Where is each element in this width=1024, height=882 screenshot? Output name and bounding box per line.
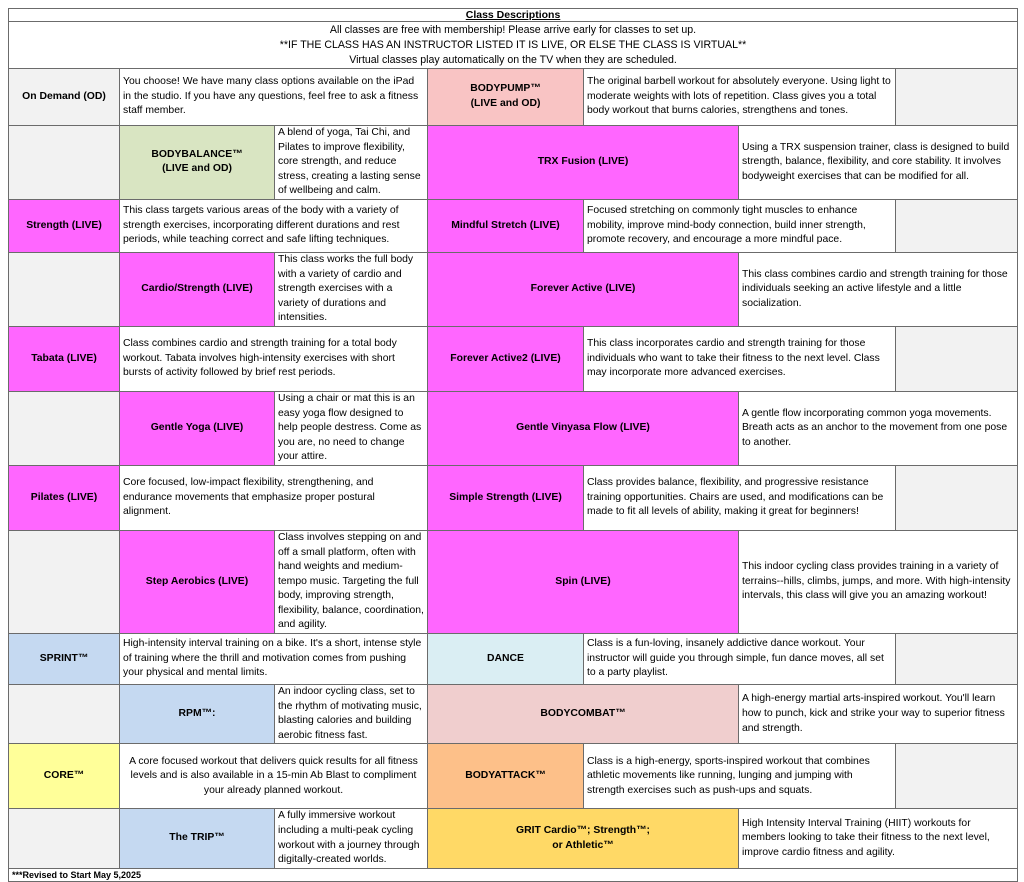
class-description: This class incorporates cardio and stren…	[583, 325, 896, 392]
class-description: This class targets various areas of the …	[119, 198, 428, 253]
class-table: Class Descriptions All classes are free …	[7, 8, 1019, 882]
class-name: CORE™	[8, 743, 120, 810]
table-row: Tabata (LIVE) Class combines cardio and …	[8, 325, 1019, 392]
class-name: SPRINT™	[8, 633, 120, 686]
class-name: On Demand (OD)	[8, 68, 120, 126]
class-name: Strength (LIVE)	[8, 198, 120, 253]
class-description: This class works the full body with a va…	[274, 251, 428, 327]
class-name: RPM™:	[119, 684, 275, 745]
class-name: TRX Fusion (LIVE)	[427, 125, 739, 200]
class-description: An indoor cycling class, set to the rhyt…	[274, 684, 428, 745]
class-description: Core focused, low-impact flexibility, st…	[119, 464, 428, 531]
class-description: This class combines cardio and strength …	[737, 251, 1019, 327]
table-row: BODYBALANCE™ (LIVE and OD) A blend of yo…	[8, 125, 1019, 200]
blank-cell	[8, 529, 120, 635]
blank-cell	[894, 633, 1019, 686]
class-name: Forever Active2 (LIVE)	[427, 325, 584, 392]
table-row: Step Aerobics (LIVE) Class involves step…	[8, 529, 1019, 635]
class-description: High-intensity interval training on a bi…	[119, 633, 428, 686]
blank-cell	[8, 390, 120, 466]
page-title: Class Descriptions	[7, 8, 1019, 22]
class-description: Class is a fun-loving, insanely addictiv…	[583, 633, 896, 686]
class-name: BODYCOMBAT™	[427, 684, 739, 745]
class-description: The original barbell workout for absolut…	[583, 68, 896, 126]
class-name-line: GRIT Cardio™; Strength™; or Athletic™	[516, 825, 650, 851]
class-name: Gentle Vinyasa Flow (LIVE)	[427, 390, 739, 466]
table-row: Pilates (LIVE) Core focused, low-impact …	[8, 464, 1019, 531]
table-row: CORE™ A core focused workout that delive…	[8, 743, 1019, 810]
blank-cell	[894, 198, 1019, 253]
info-line-2: **IF THE CLASS HAS AN INSTRUCTOR LISTED …	[279, 38, 747, 51]
info-line-3: Virtual classes play automatically on th…	[349, 53, 677, 66]
blank-cell	[894, 464, 1019, 531]
table-row: Strength (LIVE) This class targets vario…	[8, 198, 1019, 253]
class-name: Simple Strength (LIVE)	[427, 464, 584, 531]
table-row: On Demand (OD) You choose! We have many …	[8, 68, 1019, 126]
class-name: Tabata (LIVE)	[8, 325, 120, 392]
table-row: SPRINT™ High-intensity interval training…	[8, 633, 1019, 686]
class-name: Step Aerobics (LIVE)	[119, 529, 275, 635]
blank-cell	[894, 325, 1019, 392]
class-name: DANCE	[427, 633, 584, 686]
class-description: A fully immersive workout including a mu…	[274, 808, 428, 869]
class-name: BODYPUMP™ (LIVE and OD)	[427, 68, 584, 126]
class-description: Class provides balance, flexibility, and…	[583, 464, 896, 531]
class-description: Class is a high-energy, sports-inspired …	[583, 743, 896, 810]
blank-cell	[894, 68, 1019, 126]
blank-cell	[8, 684, 120, 745]
class-name: Cardio/Strength (LIVE)	[119, 251, 275, 327]
class-name: BODYATTACK™	[427, 743, 584, 810]
revision-note: ***Revised to Start May 5,2025	[7, 867, 1019, 882]
blank-cell	[8, 251, 120, 327]
class-name: Forever Active (LIVE)	[427, 251, 739, 327]
class-description: A core focused workout that delivers qui…	[119, 743, 428, 810]
class-name-line: BODYPUMP™ (LIVE and OD)	[470, 83, 541, 109]
class-description: A high-energy martial arts-inspired work…	[737, 684, 1019, 745]
class-name: BODYBALANCE™ (LIVE and OD)	[119, 125, 275, 200]
class-description: Class involves stepping on and off a sma…	[274, 529, 428, 635]
class-name: Spin (LIVE)	[427, 529, 739, 635]
class-name: Gentle Yoga (LIVE)	[119, 390, 275, 466]
table-row: RPM™: An indoor cycling class, set to th…	[8, 684, 1019, 745]
class-name: GRIT Cardio™; Strength™; or Athletic™	[427, 808, 739, 869]
class-name: Pilates (LIVE)	[8, 464, 120, 531]
class-name: Mindful Stretch (LIVE)	[427, 198, 584, 253]
class-descriptions-sheet: Class Descriptions All classes are free …	[7, 8, 1019, 882]
class-description: A gentle flow incorporating common yoga …	[737, 390, 1019, 466]
class-description: You choose! We have many class options a…	[119, 68, 428, 126]
blank-cell	[8, 808, 120, 869]
class-description: This indoor cycling class provides train…	[737, 529, 1019, 635]
info-banner: All classes are free with membership! Pl…	[7, 21, 1019, 69]
blank-cell	[894, 743, 1019, 810]
class-description: A blend of yoga, Tai Chi, and Pilates to…	[274, 125, 428, 200]
table-row: The TRIP™ A fully immersive workout incl…	[8, 808, 1019, 869]
class-description: Using a chair or mat this is an easy yog…	[274, 390, 428, 466]
class-description: Focused stretching on commonly tight mus…	[583, 198, 896, 253]
class-name: The TRIP™	[119, 808, 275, 869]
class-description: Using a TRX suspension trainer, class is…	[737, 125, 1019, 200]
table-row: Cardio/Strength (LIVE) This class works …	[8, 251, 1019, 327]
blank-cell	[8, 125, 120, 200]
class-name-line: BODYBALANCE™ (LIVE and OD)	[151, 148, 243, 175]
class-description: Class combines cardio and strength train…	[119, 325, 428, 392]
class-description: High Intensity Interval Training (HIIT) …	[737, 808, 1019, 869]
info-line-1: All classes are free with membership! Pl…	[329, 23, 697, 36]
table-row: Gentle Yoga (LIVE) Using a chair or mat …	[8, 390, 1019, 466]
